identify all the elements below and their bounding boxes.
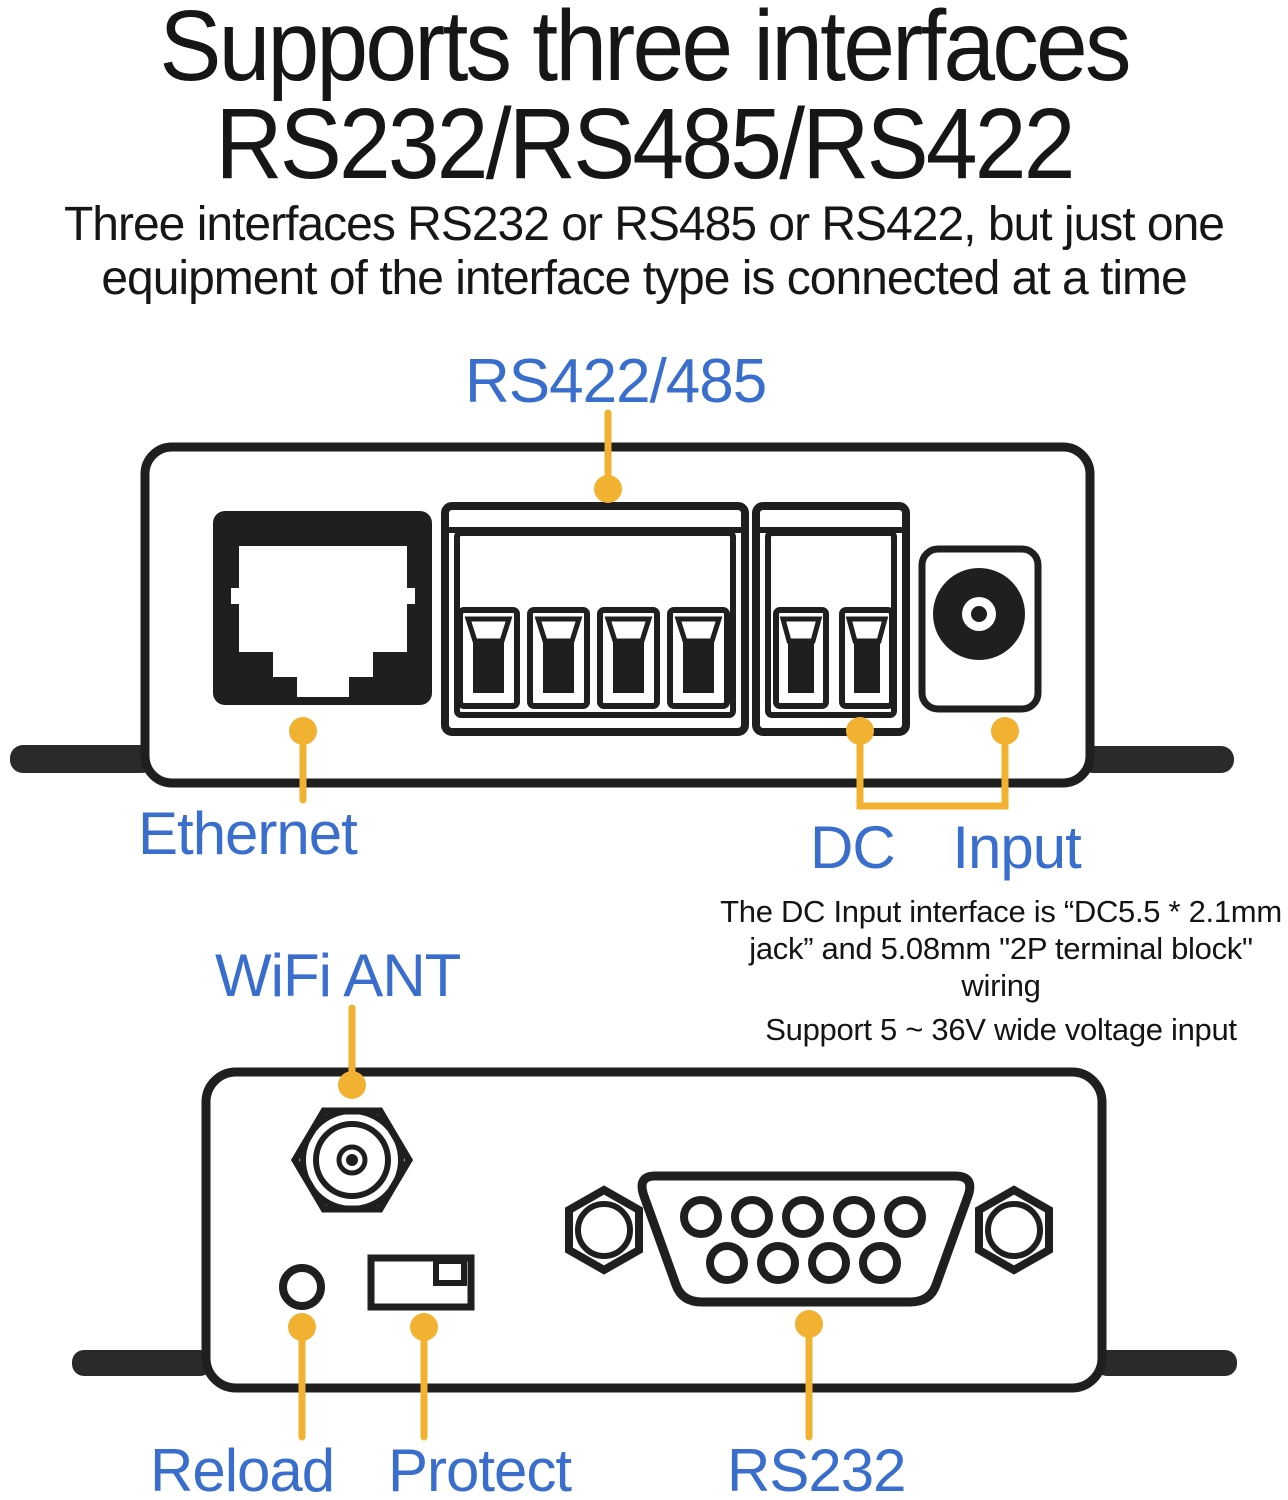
leader-dc-input-bracket [846,717,1019,810]
terminal-cell-icon [597,607,660,709]
wifi-sma-connector-icon [290,1107,414,1213]
mounting-tab-left-icon [10,745,155,773]
mounting-tab-right-icon [1095,1350,1237,1376]
mounting-tab-left-icon [72,1350,212,1376]
dc-jack-icon [918,545,1042,713]
subtitle: Three interfaces RS232 or RS485 or RS422… [0,198,1288,306]
terminal-cell-icon [839,607,895,709]
terminal-cell-icon [667,607,730,709]
subtitle-line1: Three interfaces RS232 or RS485 or RS422… [63,198,1225,251]
page-title-line2: RS232/RS485/RS422 [215,88,1075,200]
terminal-cell-icon [457,607,520,709]
label-rs232: RS232 [727,1437,906,1500]
label-rs422-485: RS422/485 [465,347,767,416]
terminal-cell-icon [527,607,590,709]
label-wifi-ant: WiFi ANT [215,942,461,1009]
top-device-panel [10,442,1234,788]
leader-rs232 [795,1310,823,1441]
mounting-tab-right-icon [1080,746,1234,773]
reload-button-icon [279,1264,325,1310]
db9-rs232-connector-icon [565,1171,1053,1307]
subtitle-line2: equipment of the interface type is conne… [101,252,1187,305]
ethernet-rj45-port-icon [213,511,432,705]
label-reload: Reload [150,1437,335,1500]
screw-nut-left-icon [565,1185,643,1275]
screw-nut-right-icon [975,1185,1053,1275]
dc-terminal-2p-icon [752,502,910,736]
page-title-line1: Supports three interfaces [159,0,1131,102]
leader-wifi-ant [338,1004,366,1099]
label-dc-input: DC Input [810,814,1082,881]
dc-note-line1: The DC Input interface is “DC5.5 * 2.1mm [720,894,1282,929]
dc-note-line2: jack” and 5.08mm "2P terminal block" wir… [749,931,1253,1003]
rs422-485-terminal-block-icon [441,502,749,736]
dc-note-line3: Support 5 ~ 36V wide voltage input [765,1012,1237,1047]
label-protect: Protect [388,1437,572,1500]
leader-rs422-485 [594,409,622,503]
leader-reload [288,1313,316,1441]
bottom-device-panel [72,1067,1237,1393]
protect-switch-icon [367,1254,475,1311]
leader-ethernet [289,717,317,804]
dc-input-note: The DC Input interface is “DC5.5 * 2.1mm… [712,893,1288,1048]
terminal-cell-icon [773,607,829,709]
label-ethernet: Ethernet [138,800,358,867]
leader-protect [410,1313,438,1441]
